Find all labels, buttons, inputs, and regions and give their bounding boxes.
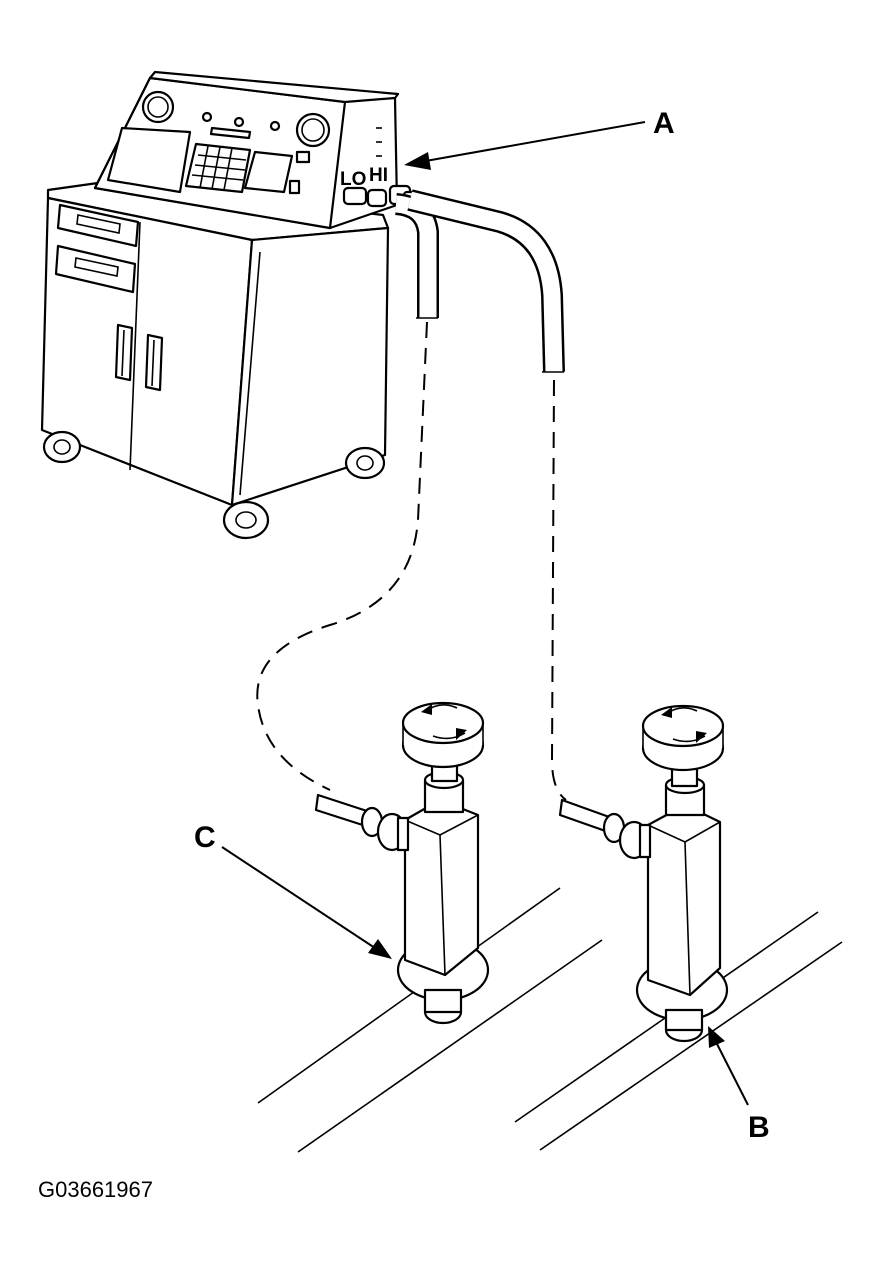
callout-c: C xyxy=(194,821,216,854)
lo-port-label: LO xyxy=(340,169,366,190)
figure-id: G03661967 xyxy=(38,1177,153,1202)
callout-b: B xyxy=(748,1111,770,1144)
service-valve-c xyxy=(314,701,490,1025)
high-side-hose xyxy=(407,189,565,373)
low-side-dashed-path xyxy=(256,321,428,791)
leader-b xyxy=(708,1026,749,1106)
service-valve-b xyxy=(558,704,729,1043)
leader-a xyxy=(404,121,646,170)
high-side-dashed-path xyxy=(550,379,567,801)
low-side-hose xyxy=(394,193,439,319)
leader-c xyxy=(221,846,392,959)
callout-a: A xyxy=(653,107,675,140)
hi-port-label: HI xyxy=(369,165,388,186)
charging-station xyxy=(40,70,400,540)
